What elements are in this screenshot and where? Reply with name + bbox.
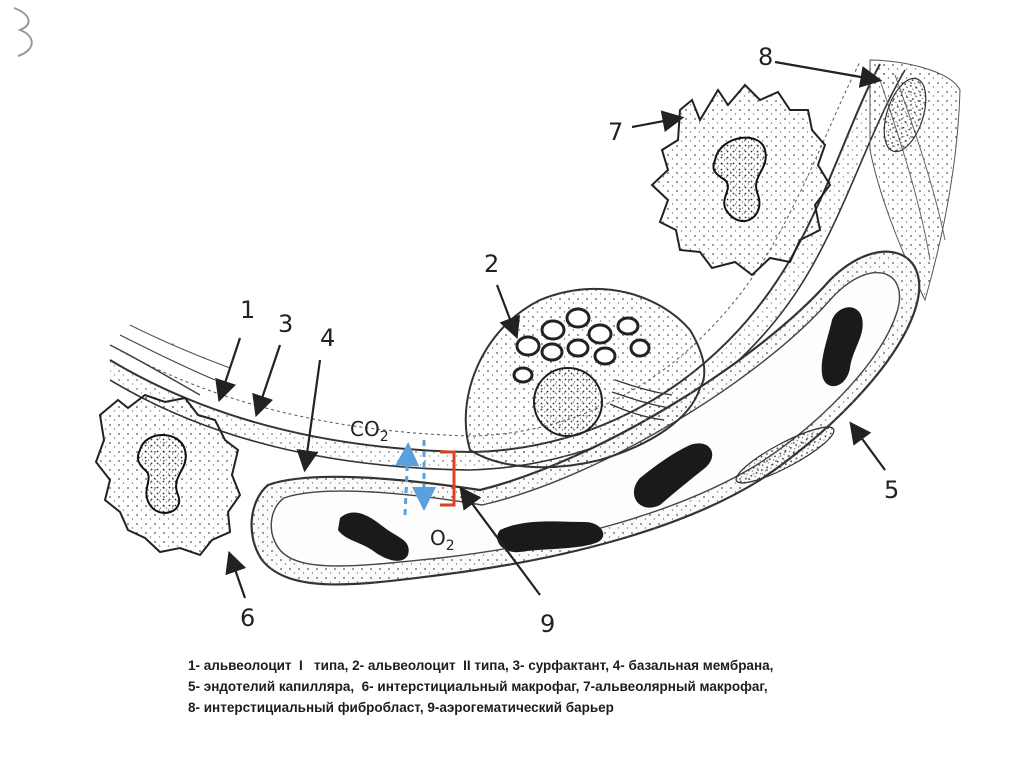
alveolar-macrophage xyxy=(650,83,832,277)
legend: 1- альвеолоцит I типа, 2- альвеолоцит II… xyxy=(188,655,948,718)
interstitial-macrophage xyxy=(94,393,242,557)
alveolocyte-type-2 xyxy=(464,287,706,469)
erythrocyte xyxy=(821,307,863,387)
leader-arrows xyxy=(215,60,886,599)
co2-label: CO2 xyxy=(350,417,389,445)
legend-line-1: 1- альвеолоцит I типа, 2- альвеолоцит II… xyxy=(188,658,774,673)
barrier-bracket xyxy=(440,450,456,507)
label-7: 7 xyxy=(608,118,623,146)
erythrocyte xyxy=(497,521,604,553)
label-9: 9 xyxy=(540,610,555,638)
interstitial-fibroblast xyxy=(883,77,927,153)
label-2: 2 xyxy=(484,250,499,278)
o2-label: O2 xyxy=(430,526,455,554)
gas-exchange-arrows xyxy=(395,440,436,516)
legend-line-3: 8- интерстициальный фибробласт, 9-аэроге… xyxy=(188,700,614,715)
label-8: 8 xyxy=(758,43,773,71)
label-5: 5 xyxy=(884,476,899,504)
label-4: 4 xyxy=(320,324,335,352)
erythrocyte xyxy=(633,443,713,508)
corner-mark xyxy=(13,7,33,57)
erythrocyte xyxy=(338,512,409,561)
left-wall xyxy=(109,324,231,396)
endothelial-nucleus xyxy=(735,426,835,484)
legend-line-2: 5- эндотелий капилляра, 6- интерстициаль… xyxy=(188,679,768,694)
label-1: 1 xyxy=(240,296,255,324)
label-6: 6 xyxy=(240,604,255,632)
label-3: 3 xyxy=(278,310,293,338)
